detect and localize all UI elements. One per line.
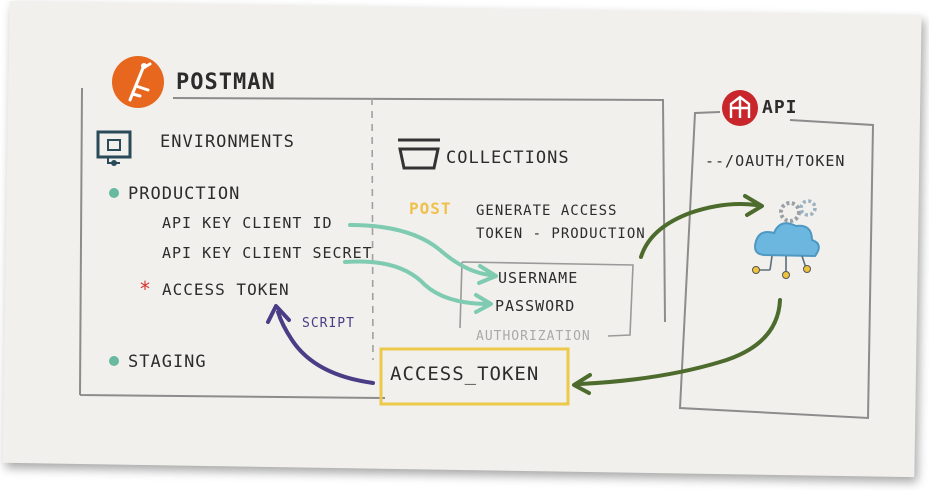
collection-icon <box>398 138 440 170</box>
access-token-label: ACCESS_TOKEN <box>390 363 540 385</box>
access-token-box <box>379 347 570 406</box>
star-icon: * <box>140 277 150 301</box>
response-arrowhead <box>572 373 592 395</box>
api-endpoint: --/OAUTH/TOKEN <box>705 152 846 170</box>
api-frame <box>678 111 875 420</box>
client-secret-arrow <box>343 259 487 306</box>
password-label: PASSWORD <box>495 297 576 315</box>
dashed-divider <box>371 97 374 361</box>
gear-icon <box>779 199 817 223</box>
staging-label: STAGING <box>128 352 207 372</box>
api-logo-icon <box>722 90 758 126</box>
environments-label: ENVIRONMENTS <box>160 132 295 152</box>
authorization-box <box>459 261 634 337</box>
response-arrow <box>578 298 782 386</box>
api-title: API <box>762 97 798 118</box>
environment-icon <box>96 130 132 166</box>
variable-client-secret: API KEY CLIENT SECRET <box>162 244 373 262</box>
postman-frame <box>79 87 666 399</box>
request-name-line2: TOKEN - PRODUCTION <box>476 226 646 242</box>
script-arrow <box>276 310 375 385</box>
collections-title: COLLECTIONS <box>446 148 570 168</box>
authorization-label: AUTHORIZATION <box>476 329 591 344</box>
username-label: USERNAME <box>498 269 579 287</box>
request-arrowhead <box>743 194 764 217</box>
variable-access-token: ACCESS TOKEN <box>162 280 290 299</box>
variable-client-id: API KEY CLIENT ID <box>162 214 333 232</box>
staging-bullet-icon <box>109 356 119 366</box>
request-name-line1: GENERATE ACCESS <box>476 203 618 219</box>
cloud-icon <box>752 199 820 279</box>
client-secret-arrowhead <box>474 293 493 314</box>
client-id-arrow <box>348 223 492 277</box>
post-method: POST <box>409 199 452 218</box>
script-arrowhead <box>266 304 291 324</box>
production-bullet-icon <box>109 188 119 198</box>
postman-logo-icon <box>112 56 164 108</box>
client-id-arrowhead <box>477 264 498 285</box>
request-arrow <box>639 202 758 259</box>
production-label: PRODUCTION <box>128 184 241 204</box>
script-label: SCRIPT <box>302 316 355 331</box>
postman-title: POSTMAN <box>176 70 276 95</box>
